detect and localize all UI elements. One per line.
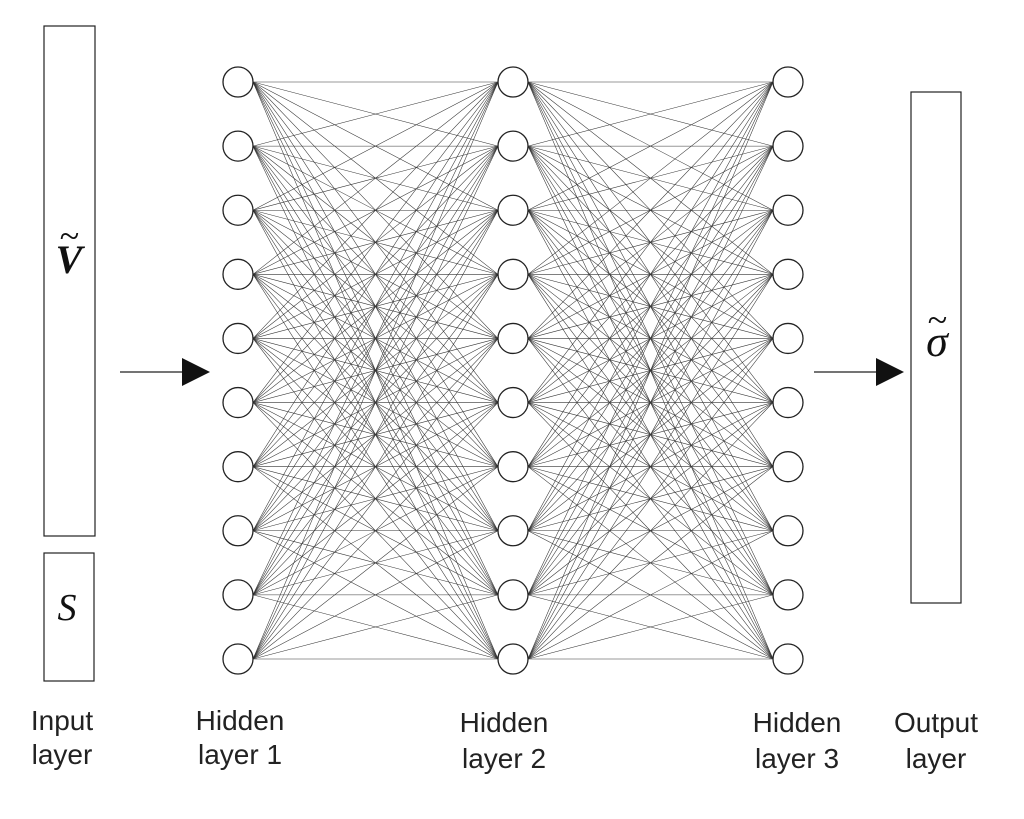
- edge-l2-n10-to-l3-n6: [527, 402, 774, 660]
- label-output-layer: Output layer: [894, 707, 978, 774]
- edge-l2-n10-to-l3-n7: [527, 466, 774, 660]
- edge-l1-n10-to-l2-n5: [252, 338, 499, 660]
- edge-l1-n10-to-l2-n9: [252, 594, 499, 660]
- output-symbol: σ: [926, 317, 950, 366]
- input-arrow: [120, 358, 210, 386]
- edge-l2-n9-to-l3-n1: [527, 81, 774, 596]
- edge-l2-n10-to-l3-n4: [527, 274, 774, 660]
- neuron-layer1-5: [222, 322, 254, 355]
- neuron-layer3-4: [772, 258, 804, 290]
- edge-l2-n5-to-l3-n1: [527, 81, 774, 339]
- edge-l1-n3-to-l2-n1: [252, 81, 499, 211]
- edge-l1-n2-to-l2-n1: [252, 81, 499, 147]
- neuron-layer3-8: [772, 515, 804, 547]
- label-input-line2: layer: [32, 739, 93, 770]
- input-vector-box: [43, 25, 96, 537]
- label-output-line2: layer: [906, 743, 967, 774]
- neuron-layer3-5: [772, 322, 804, 355]
- neuron-layer1-10: [222, 643, 254, 675]
- neuron-nodes: [222, 66, 804, 675]
- edge-l1-n10-to-l2-n3: [252, 210, 499, 660]
- neuron-layer3-3: [772, 194, 804, 226]
- neuron-layer3-10: [772, 643, 804, 675]
- edge-l1-n6-to-l2-n1: [252, 81, 499, 403]
- input-scalar-symbol: S: [58, 587, 77, 629]
- edge-l2-n10-to-l3-n1: [527, 81, 774, 660]
- neuron-layer2-1: [497, 66, 529, 98]
- edge-l1-n8-to-l2-n1: [252, 81, 499, 531]
- edge-l2-n10-to-l3-n8: [527, 530, 774, 660]
- output-accent: ~: [927, 300, 946, 340]
- neuron-layer2-9: [497, 579, 529, 611]
- label-hidden-layer-1: Hidden layer 1: [196, 705, 285, 770]
- neuron-layer2-3: [497, 194, 529, 226]
- input-vector-symbol: V: [56, 237, 86, 282]
- label-output-line1: Output: [894, 707, 978, 738]
- edge-l2-n4-to-l3-n1: [527, 81, 774, 275]
- neuron-layer1-1: [222, 66, 254, 98]
- edge-l2-n2-to-l3-n1: [527, 81, 774, 147]
- neuron-layer2-8: [497, 515, 529, 547]
- neuron-layer2-2: [497, 130, 529, 162]
- input-scalar-box: [43, 552, 95, 682]
- output-arrow: [814, 358, 904, 386]
- label-hidden-layer-2: Hidden layer 2: [460, 707, 549, 774]
- label-hidden2-line1: Hidden: [460, 707, 549, 738]
- edge-l1-n9-to-l2-n1: [252, 81, 499, 596]
- edge-l1-n10-to-l2-n1: [252, 81, 499, 660]
- edge-l2-n10-to-l3-n5: [527, 338, 774, 660]
- neuron-layer1-2: [222, 130, 254, 162]
- edge-l1-n5-to-l2-n1: [252, 81, 499, 339]
- edge-l2-n10-to-l3-n3: [527, 210, 774, 660]
- label-hidden3-line2: layer 3: [755, 743, 839, 774]
- label-hidden3-line1: Hidden: [753, 707, 842, 738]
- neuron-layer3-7: [772, 451, 804, 483]
- output-box: [910, 91, 962, 604]
- edge-l1-n10-to-l2-n4: [252, 274, 499, 660]
- edge-l1-n10-to-l2-n6: [252, 402, 499, 660]
- neuron-layer3-6: [772, 386, 804, 419]
- neuron-layer2-4: [497, 258, 529, 290]
- connection-edges: [252, 81, 774, 660]
- edge-l2-n6-to-l3-n1: [527, 81, 774, 403]
- neuron-layer1-8: [222, 515, 254, 547]
- edge-l2-n8-to-l3-n1: [527, 81, 774, 531]
- label-input-layer: Input layer: [31, 705, 93, 770]
- edge-l2-n10-to-l3-n2: [527, 145, 774, 660]
- neuron-layer3-9: [772, 579, 804, 611]
- neuron-layer2-5: [497, 322, 529, 355]
- edge-l1-n10-to-l2-n8: [252, 530, 499, 660]
- neuron-layer3-1: [772, 66, 804, 98]
- neuron-layer1-4: [222, 258, 254, 290]
- edge-l1-n7-to-l2-n1: [252, 81, 499, 467]
- neuron-layer3-2: [772, 130, 804, 162]
- edge-l1-n10-to-l2-n2: [252, 145, 499, 660]
- label-hidden1-line1: Hidden: [196, 705, 285, 736]
- label-hidden2-line2: layer 2: [462, 743, 546, 774]
- edge-l1-n4-to-l2-n1: [252, 81, 499, 275]
- neuron-layer1-7: [222, 451, 254, 483]
- label-hidden-layer-3: Hidden layer 3: [753, 707, 842, 774]
- neuron-layer2-7: [497, 451, 529, 483]
- edge-l2-n3-to-l3-n1: [527, 81, 774, 211]
- neuron-layer2-6: [497, 386, 529, 419]
- label-hidden1-line2: layer 1: [198, 739, 282, 770]
- neuron-layer1-6: [222, 386, 254, 419]
- input-vector-accent: ~: [59, 216, 78, 256]
- edge-l1-n10-to-l2-n7: [252, 466, 499, 660]
- label-input-line1: Input: [31, 705, 93, 736]
- edge-l2-n10-to-l3-n9: [527, 594, 774, 660]
- neuron-layer1-3: [222, 194, 254, 226]
- neuron-layer1-9: [222, 579, 254, 611]
- neuron-layer2-10: [497, 643, 529, 675]
- edge-l2-n7-to-l3-n1: [527, 81, 774, 467]
